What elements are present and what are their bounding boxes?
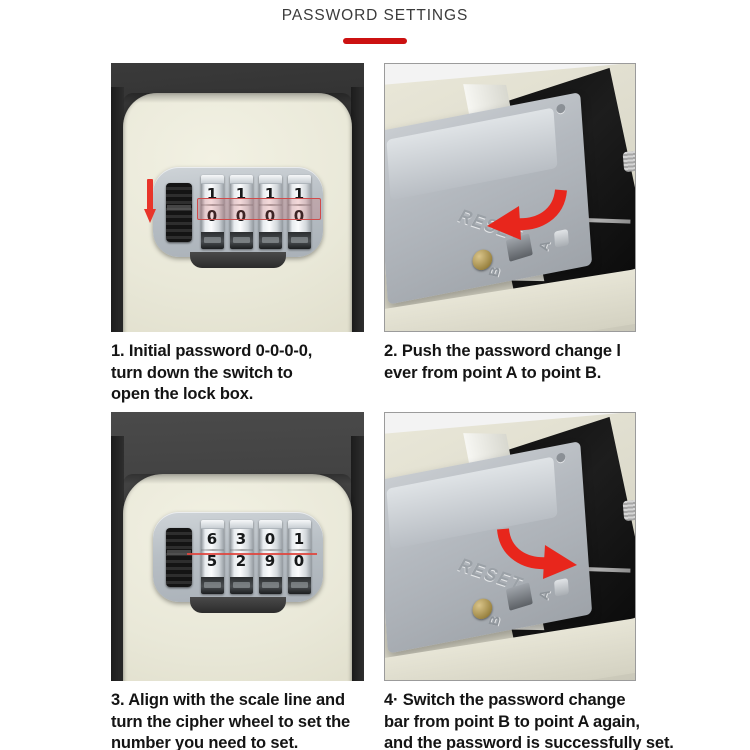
- dial-wheel[interactable]: 0 9: [258, 520, 282, 594]
- combination-dial-plate: 6 5 3 2 0: [152, 512, 323, 613]
- caption-line: number you need to set.: [111, 734, 299, 750]
- step-1-caption: 1. Initial password 0-0-0-0, turn down t…: [111, 341, 364, 406]
- step-4-caption: 4· Switch the password change bar from p…: [384, 690, 674, 750]
- dial-top-digit: 1: [293, 185, 305, 203]
- open-switch[interactable]: [165, 528, 192, 587]
- lockbox-right-edge: [351, 87, 364, 332]
- dial-wheel[interactable]: 1 0: [287, 175, 311, 249]
- dial-active-digit: 2: [235, 552, 247, 570]
- red-curved-arrow-right-icon: [491, 521, 583, 585]
- dial-active-digit: 9: [264, 552, 276, 570]
- dial-active-digit: 0: [206, 207, 218, 225]
- dial-active-digit: 5: [206, 552, 218, 570]
- lockbox-left-edge: [111, 436, 124, 681]
- caption-line: 4· Switch the password change: [384, 691, 626, 709]
- dial-wheel[interactable]: 1 0: [229, 175, 253, 249]
- caption-line: 2. Push the password change l: [384, 342, 621, 360]
- title-underline-rule: [343, 38, 407, 44]
- caption-line: 3. Align with the scale line and: [111, 691, 345, 709]
- plate-lip: [189, 252, 286, 268]
- open-switch[interactable]: [165, 183, 192, 242]
- dial-wheel[interactable]: 1 0: [200, 175, 224, 249]
- step-3-photo-lockbox-front: 6 5 3 2 0: [111, 412, 364, 681]
- dial-wheels: 6 5 3 2 0: [200, 520, 311, 594]
- dial-wheel[interactable]: 1 0: [287, 520, 311, 594]
- dial-active-digit: 0: [293, 552, 305, 570]
- point-a-label: A: [535, 588, 554, 602]
- step-3-caption: 3. Align with the scale line and turn th…: [111, 690, 364, 750]
- dial-wheels: 1 0 1 0 1: [200, 175, 311, 249]
- dial-wheel[interactable]: 3 2: [229, 520, 253, 594]
- lockbox-left-edge: [111, 87, 124, 332]
- dial-wheel[interactable]: 1 0: [258, 175, 282, 249]
- lockbox-right-edge: [351, 436, 364, 681]
- header: PASSWORD SETTINGS: [0, 0, 750, 58]
- red-highlight-rectangle: [196, 198, 321, 220]
- step-2-caption: 2. Push the password change l ever from …: [384, 341, 636, 384]
- step-3: 6 5 3 2 0: [111, 412, 364, 750]
- step-2: RESET A B 2. Push the password change l …: [384, 63, 636, 384]
- dial-active-digit: 0: [293, 207, 305, 225]
- dial-wheel[interactable]: 6 5: [200, 520, 224, 594]
- red-scale-line: [186, 553, 317, 555]
- caption-line: turn the cipher wheel to set the: [111, 712, 351, 731]
- dial-active-digit: 0: [264, 207, 276, 225]
- step-1-photo-lockbox-front: 1 0 1 0 1: [111, 63, 364, 332]
- dial-top-digit: 0: [264, 530, 276, 548]
- dial-top-digit: 3: [235, 530, 247, 548]
- dial-top-digit: 1: [264, 185, 276, 203]
- step-4-photo-lockbox-interior: RESET A B: [384, 412, 636, 681]
- caption-line: 1. Initial password 0-0-0-0,: [111, 342, 313, 360]
- dial-top-digit: 1: [235, 185, 247, 203]
- caption-line: open the lock box.: [111, 385, 254, 404]
- dial-top-digit: 6: [206, 530, 218, 548]
- caption-line: ever from point A to point B.: [384, 363, 602, 382]
- dial-top-digit: 1: [206, 185, 218, 203]
- dial-active-digit: 0: [235, 207, 247, 225]
- step-4: RESET A B 4· Switch the password change …: [384, 412, 674, 750]
- caption-line: and the password is successfully set.: [384, 734, 674, 750]
- step-2-photo-lockbox-interior: RESET A B: [384, 63, 636, 332]
- knurled-knob: [622, 499, 635, 522]
- caption-line: bar from point B to point A again,: [384, 712, 640, 731]
- dial-top-digit: 1: [293, 530, 305, 548]
- combination-dial-plate: 1 0 1 0 1: [143, 167, 323, 268]
- knurled-knob: [622, 150, 635, 173]
- red-down-arrow-icon: [143, 179, 156, 225]
- page-title: PASSWORD SETTINGS: [281, 7, 469, 24]
- red-curved-arrow-left-icon: [481, 180, 573, 244]
- plate-lip: [189, 597, 286, 613]
- caption-line: turn down the switch to: [111, 363, 293, 382]
- step-1: 1 0 1 0 1: [111, 63, 364, 406]
